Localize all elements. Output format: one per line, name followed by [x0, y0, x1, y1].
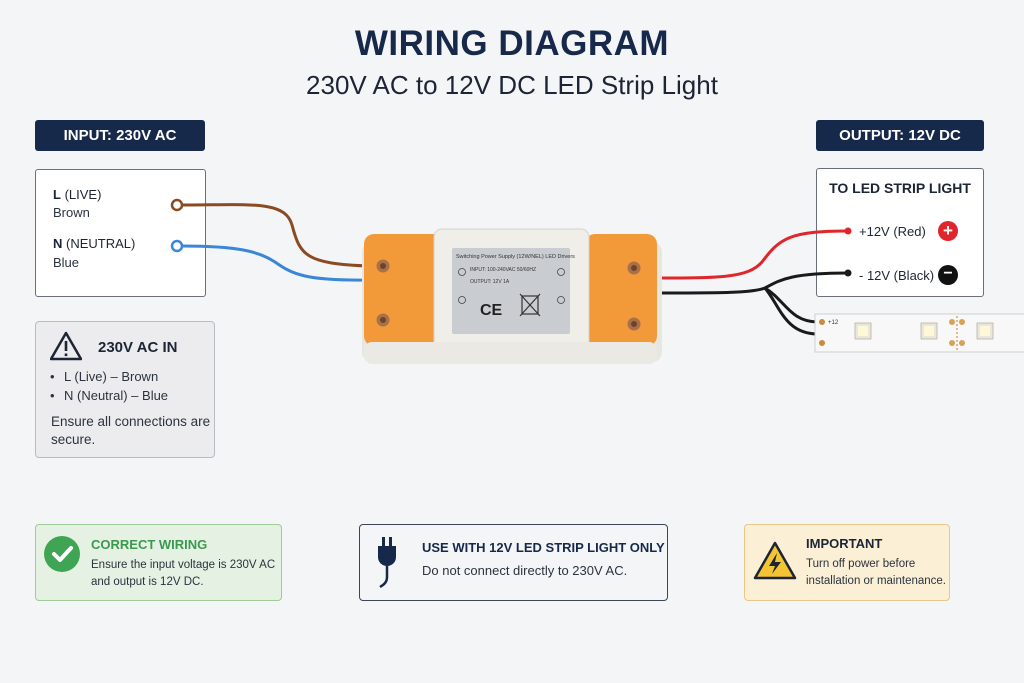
- strip-wire-a: [764, 286, 819, 324]
- driver-screws: [376, 259, 641, 331]
- strip-wire-b: [763, 287, 819, 336]
- plug-icon: [378, 537, 396, 589]
- ac-notice-bullet-neutral: N (Neutral) – Blue: [50, 388, 168, 403]
- important-text: Turn off power before installation or ma…: [806, 558, 946, 587]
- positive-terminal-dot: [844, 227, 852, 235]
- strip-label: +12: [828, 320, 839, 326]
- led-chip: [854, 322, 872, 340]
- negative-label: - 12V (Black): [859, 268, 935, 283]
- live-color-label: Brown: [53, 205, 90, 220]
- led-chip: [920, 322, 938, 340]
- positive-label: +12V (Red): [859, 224, 926, 239]
- neutral-terminal-dot: [170, 239, 184, 253]
- ac-notice-title: 230V AC IN: [98, 339, 178, 356]
- correct-wiring-title: CORRECT WIRING: [91, 537, 208, 552]
- input-tag: INPUT: 230V AC: [35, 120, 205, 151]
- driver-label-output: OUTPUT: 12V 1A: [470, 279, 510, 285]
- neutral-wire: [181, 244, 371, 282]
- page-subtitle: 230V AC to 12V DC LED Strip Light: [306, 70, 718, 100]
- output-box-title: TO LED STRIP LIGHT: [829, 180, 971, 196]
- driver-label-input: INPUT: 100-240VAC 50/60HZ: [470, 267, 536, 273]
- page-title: WIRING DIAGRAM: [354, 24, 670, 63]
- positive-wire: [654, 229, 849, 280]
- neutral-terminal-label: N (NEUTRAL): [53, 236, 136, 251]
- important-box: IMPORTANT Turn off power before installa…: [744, 524, 950, 601]
- led-strip: +12: [814, 313, 1024, 353]
- correct-wiring-text: Ensure the input voltage is 230V AC and …: [91, 559, 276, 588]
- negative-wire: [654, 271, 849, 295]
- correct-wiring-box: CORRECT WIRING Ensure the input voltage …: [35, 524, 282, 601]
- ac-notice-bullet-live: L (Live) – Brown: [50, 369, 158, 384]
- driver-label-title: Switching Power Supply (12W/NEL) LED Dri…: [456, 254, 575, 260]
- use-12v-box: USE WITH 12V LED STRIP LIGHT ONLY Do not…: [359, 524, 668, 601]
- led-driver: Switching Power Supply (12W/NEL) LED Dri…: [362, 228, 662, 364]
- svg-text:CE: CE: [480, 302, 503, 319]
- live-wire: [181, 203, 371, 268]
- warning-icon: [50, 331, 82, 361]
- minus-icon: −: [938, 265, 958, 285]
- check-icon: [44, 536, 80, 572]
- plus-icon: +: [938, 221, 958, 241]
- use-12v-title: USE WITH 12V LED STRIP LIGHT ONLY: [422, 540, 665, 555]
- led-chip: [976, 322, 994, 340]
- live-terminal-label: L (LIVE): [53, 187, 102, 202]
- ac-notice-text: Ensure all connections are secure.: [51, 414, 211, 447]
- important-title: IMPORTANT: [806, 536, 883, 551]
- caution-icon: [753, 541, 797, 580]
- use-12v-text: Do not connect directly to 230V AC.: [422, 563, 628, 578]
- input-terminal-box: L (LIVE) Brown N (NEUTRAL) Blue: [35, 169, 206, 297]
- live-terminal-dot: [170, 198, 184, 212]
- neutral-color-label: Blue: [53, 255, 80, 270]
- negative-terminal-dot: [844, 269, 852, 277]
- ac-notice: 230V AC IN L (Live) – Brown N (Neutral) …: [35, 321, 215, 458]
- output-tag: OUTPUT: 12V DC: [816, 120, 984, 151]
